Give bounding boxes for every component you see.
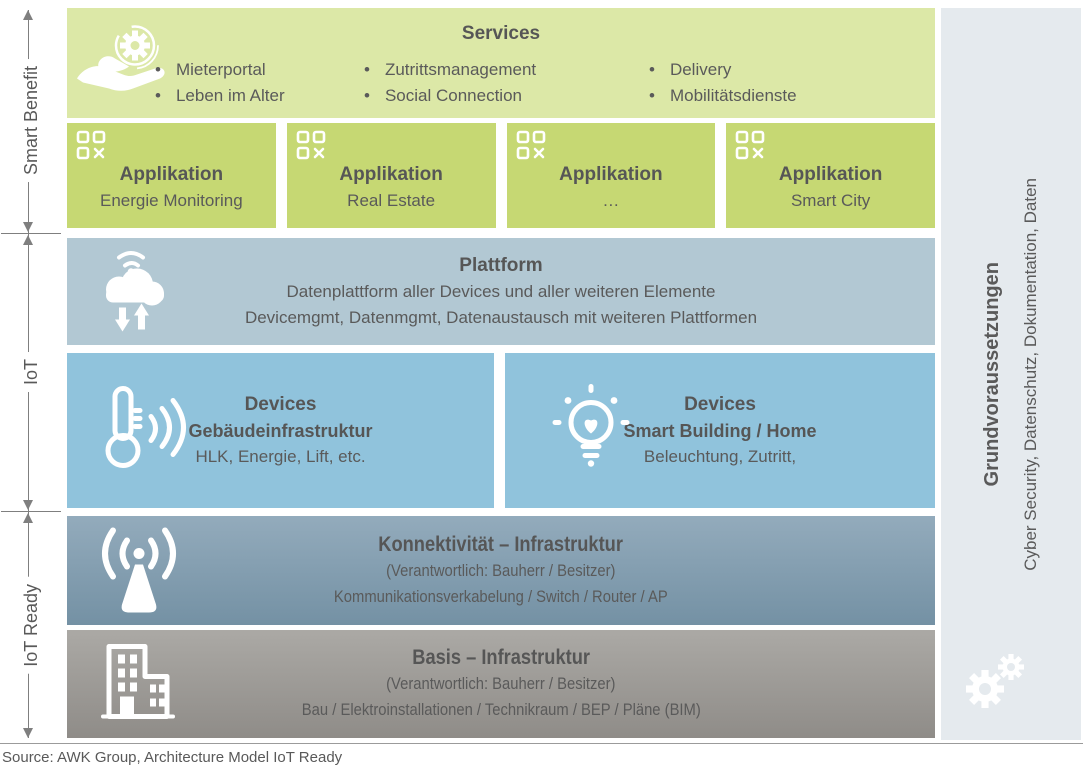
konnektivitaet-line2: Kommunikationsverkabelung / Switch / Rou…: [334, 586, 668, 606]
axis-label-iot: IoT: [20, 352, 42, 393]
app-grid-icon: [296, 130, 326, 165]
lightbulb-heart-icon: [541, 380, 641, 481]
arrowhead-up-icon: [23, 10, 33, 20]
axis-divider-top: [1, 233, 61, 234]
arrowhead-down-icon: [23, 500, 33, 510]
application-title: Applikation: [339, 163, 443, 185]
axis-label-smart-benefit: Smart Benefit: [20, 59, 42, 183]
plattform-line1: Datenplattform aller Devices und aller w…: [286, 281, 716, 301]
devices-subtitle: Smart Building / Home: [623, 420, 817, 441]
building-icon: [93, 639, 179, 730]
application-subtitle: …: [602, 190, 620, 210]
application-box-energie-monitoring: Applikation Energie Monitoring: [67, 123, 276, 228]
devices-title: Devices: [684, 393, 756, 415]
services-bullets-col3: Delivery Mobilitätsdienste: [649, 57, 797, 109]
service-item: Social Connection: [364, 83, 536, 109]
konnektivitaet-line1: (Verantwortlich: Bauherr / Besitzer): [386, 560, 616, 580]
application-subtitle: Real Estate: [347, 190, 436, 210]
app-grid-icon: [735, 130, 765, 165]
devices-line: Beleuchtung, Zutritt,: [643, 446, 797, 466]
konnektivitaet-title: Konnektivität – Infrastruktur: [378, 532, 624, 556]
application-title: Applikation: [778, 163, 883, 185]
cloud-data-icon: [95, 243, 181, 340]
grundvoraussetzungen-bar: Grundvoraussetzungen Cyber Security, Dat…: [941, 8, 1081, 740]
gears-icon: [959, 651, 1029, 718]
service-item: Delivery: [649, 57, 797, 83]
plattform-layer: Plattform Datenplattform aller Devices u…: [67, 238, 935, 345]
basis-title: Basis – Infrastruktur: [412, 646, 590, 669]
plattform-line2: Devicemgmt, Datenmgmt, Datenaustausch mi…: [244, 307, 758, 327]
application-title: Applikation: [119, 163, 224, 185]
axis-divider-bottom: [1, 511, 61, 512]
app-grid-icon: [516, 130, 546, 165]
app-grid-icon: [76, 130, 106, 165]
service-item: Mobilitätsdienste: [649, 83, 797, 109]
axis-label-iot-ready: IoT Ready: [20, 577, 42, 674]
application-title: Applikation: [559, 163, 663, 185]
services-bullets-col2: Zutrittsmanagement Social Connection: [364, 57, 536, 109]
arrowhead-down-icon: [23, 222, 33, 232]
arrowhead-up-icon: [23, 513, 33, 523]
services-layer: Services Mieterportal Leben im Alter Zut…: [67, 8, 935, 118]
source-note: Source: AWK Group, Architecture Model Io…: [2, 749, 343, 766]
basis-layer: Basis – Infrastruktur (Verantwortlich: B…: [67, 630, 935, 738]
devices-subtitle: Gebäudeinfrastruktur: [188, 420, 373, 441]
devices-title: Devices: [244, 393, 317, 415]
application-subtitle: Smart City: [790, 190, 871, 210]
hand-gear-icon: [75, 17, 175, 110]
arrowhead-down-icon: [23, 728, 33, 738]
service-item: Mieterportal: [155, 57, 285, 83]
basis-line2: Bau / Elektroinstallationen / Technikrau…: [301, 700, 701, 719]
konnektivitaet-layer: Konnektivität – Infrastruktur (Verantwor…: [67, 516, 935, 625]
devices-box-smart-building-home: Devices Smart Building / Home Beleuchtun…: [505, 353, 935, 508]
axis-segment-iot-ready: IoT Ready: [0, 513, 62, 738]
application-box-real-estate: Applikation Real Estate: [286, 123, 496, 228]
devices-line: HLK, Energie, Lift, etc.: [195, 446, 366, 466]
plattform-title: Plattform: [459, 254, 543, 276]
application-box-smart-city: Applikation Smart City: [726, 123, 935, 228]
antenna-signal-icon: [89, 522, 189, 619]
application-box-other: Applikation …: [506, 123, 716, 228]
basis-line1: (Verantwortlich: Bauherr / Besitzer): [386, 674, 616, 693]
thermometer-signal-icon: [99, 382, 195, 479]
footer-divider: [0, 743, 1083, 744]
devices-box-gebaeudeinfrastruktur: Devices Gebäudeinfrastruktur HLK, Energi…: [67, 353, 494, 508]
services-title: Services: [461, 23, 541, 44]
service-item: Leben im Alter: [155, 83, 285, 109]
services-bullets-col1: Mieterportal Leben im Alter: [155, 57, 285, 109]
arrowhead-up-icon: [23, 235, 33, 245]
axis-segment-smart-benefit: Smart Benefit: [0, 10, 62, 232]
service-item: Zutrittsmanagement: [364, 57, 536, 83]
application-row: Applikation Energie Monitoring Applikati…: [67, 123, 935, 228]
devices-row: Devices Gebäudeinfrastruktur HLK, Energi…: [67, 353, 935, 508]
axis-segment-iot: IoT: [0, 235, 62, 510]
application-subtitle: Energie Monitoring: [100, 190, 243, 210]
sidebar-title: Grundvoraussetzungen: [981, 261, 1003, 487]
sidebar-subtitle: Cyber Security, Datenschutz, Dokumentati…: [1021, 177, 1040, 571]
